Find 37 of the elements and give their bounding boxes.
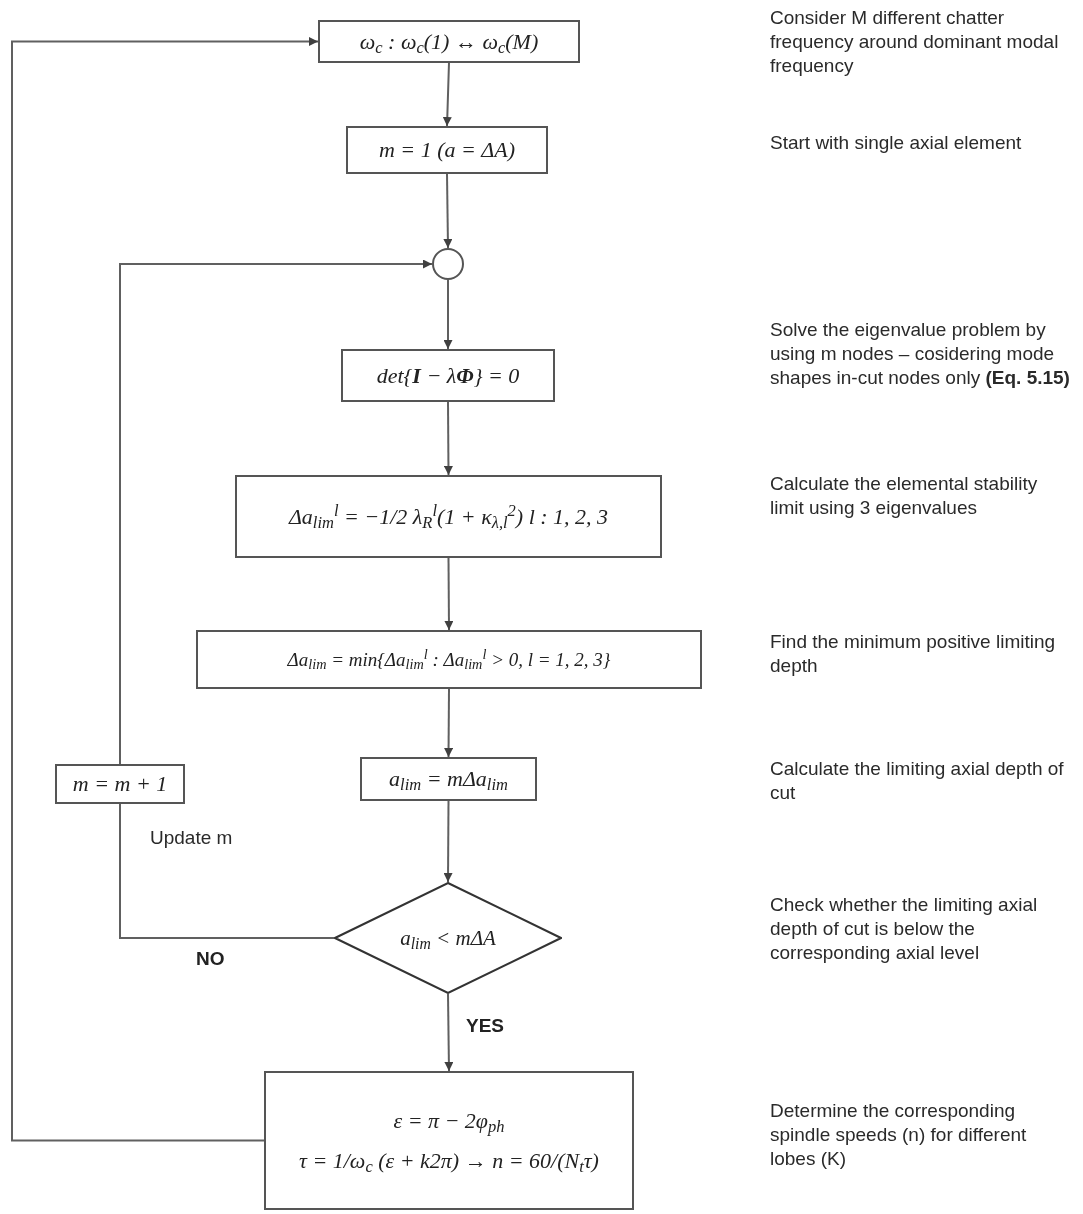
step-description: Find the minimum positive limiting depth xyxy=(770,630,1057,678)
arrow xyxy=(443,800,453,883)
arrow xyxy=(443,279,453,350)
formula-text: a$_{lim}$ < mΔA xyxy=(400,924,496,952)
step-description: Calculate the elemental stability limit using 3 eigenvalues xyxy=(770,472,1039,520)
arrow xyxy=(11,37,319,1142)
formula-text: Δa$_{lim}$$^{l}$ = −1/2 λ$_{R}$$^{l}$(1 + κ$_{λ,l}$$^{2}$) l : 1, 2, 3 xyxy=(288,502,609,531)
formula-text: ε = π − 2φ$_{ph}$ xyxy=(393,1107,505,1135)
process-box xyxy=(318,20,580,63)
formula-text: ω$_{c}$ : ω$_{c}$(1) ↔ ω$_{c}$(M) xyxy=(359,27,539,56)
step-description: Start with single axial element xyxy=(770,131,1023,155)
formula-text: Δa$_{lim}$ = min{Δa$_{lim}$$^{l}$ : Δa$_{lim}$$^{l}$ > 0, l = 1, 2, 3} xyxy=(287,647,611,672)
process-box xyxy=(341,349,555,402)
formula-text: a$_{lim}$ = mΔa$_{lim}$ xyxy=(389,765,508,793)
arrow xyxy=(443,173,453,249)
step-description: Consider M different chatter frequency around dominant modal frequency xyxy=(770,6,1060,78)
step-description: Check whether the limiting axial depth of cut is below the corresponding axial level xyxy=(770,893,1039,965)
arrow xyxy=(444,557,454,631)
step-description: Calculate the limiting axial depth of cut xyxy=(770,757,1065,805)
formula-text: det{I − λΦ} = 0 xyxy=(376,361,520,390)
arrow xyxy=(443,401,453,476)
formula-text: m = m + 1 xyxy=(72,770,168,798)
process-box xyxy=(235,475,662,558)
arrow xyxy=(442,62,452,127)
formula-text: τ = 1/ω$_{c}$ (ε + k2π) → n = 60/(N$_{t}$τ) xyxy=(299,1146,599,1174)
arrow xyxy=(444,688,454,758)
process-box xyxy=(196,630,702,689)
step-description: Solve the eigenvalue problem by using m nodes – cosidering mode shapes in-cut nodes only (Eq. 5.15) xyxy=(770,318,1071,390)
arrow xyxy=(444,993,454,1072)
process-box xyxy=(264,1071,634,1210)
process-box xyxy=(360,757,537,801)
process-box xyxy=(346,126,548,174)
formula-text: m = 1 (a = ΔA) xyxy=(378,136,516,164)
node-note: Update m xyxy=(150,826,234,850)
arrow xyxy=(119,259,433,765)
step-description: Determine the corresponding spindle speeds (n) for different lobes (K) xyxy=(770,1099,1028,1171)
process-box xyxy=(55,764,185,804)
